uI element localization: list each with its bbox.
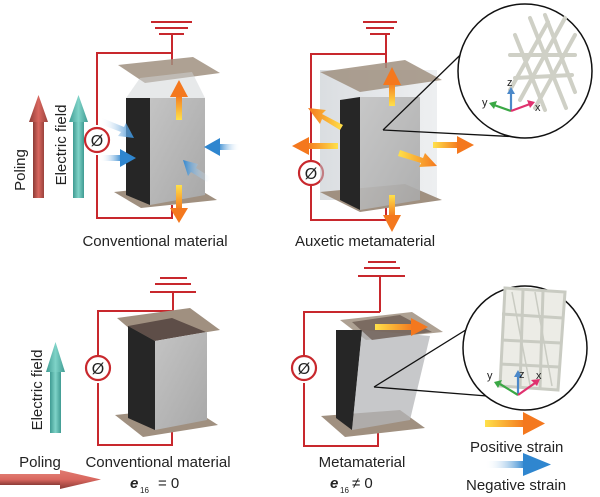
coef-subscript: 16	[140, 486, 149, 495]
voltmeter-symbol: Ø	[305, 166, 317, 183]
coef-relation: = 0	[158, 475, 179, 492]
axis-triad	[489, 87, 535, 113]
block-front-face	[360, 97, 420, 210]
caption-metamaterial: Metamaterial	[319, 454, 406, 471]
positive-strain-arrow-up	[383, 67, 401, 106]
block-side-face	[128, 326, 155, 430]
positive-strain-arrow-shear	[375, 318, 428, 336]
axis-label-y: y	[482, 97, 488, 109]
legend-positive-strain-arrow	[485, 412, 545, 435]
top-plate	[118, 57, 220, 83]
negative-strain-arrow	[183, 160, 212, 182]
block-side-face	[336, 330, 362, 430]
voltmeter-symbol: Ø	[298, 361, 310, 378]
voltmeter: Ø	[297, 159, 325, 187]
caption-auxetic-metamaterial: Auxetic metamaterial	[295, 233, 435, 250]
block-side-face	[126, 98, 150, 205]
panel-auxetic-metamaterial: Ø	[292, 3, 593, 250]
poling-label: Poling	[12, 149, 29, 191]
shear-lattice-icon	[498, 286, 567, 392]
coef-symbol: e	[130, 475, 138, 492]
legend-positive-strain-label: Positive strain	[470, 439, 563, 456]
voltmeter-symbol: Ø	[91, 133, 103, 150]
lattice-inset-auxetic: z y x	[457, 3, 593, 139]
legend-negative-strain-arrow	[485, 453, 551, 476]
positive-strain-arrow-up-left	[308, 108, 343, 130]
sheared-block-face	[352, 330, 430, 430]
lattice-inset-shear: z y x	[462, 285, 588, 411]
coefficient-e16-nonzero: e 16 ≠ 0	[330, 475, 373, 495]
coefficient-e16-zero: e 16 = 0	[130, 475, 179, 495]
axis-label-z: z	[507, 77, 513, 89]
circuit-wire	[303, 261, 405, 447]
panel-conventional-top: Poling Electric field Ø	[12, 21, 240, 250]
block-front-face	[155, 332, 207, 430]
electric-field-label: Electric field	[29, 350, 46, 431]
caption-conventional-material: Conventional material	[82, 233, 227, 250]
negative-strain-arrow	[100, 149, 136, 167]
legend-negative-strain-label: Negative strain	[466, 477, 566, 494]
coef-subscript: 16	[340, 486, 349, 495]
coef-relation: ≠ 0	[352, 475, 373, 492]
positive-strain-arrow-down	[170, 185, 188, 223]
positive-strain-arrow-up	[170, 80, 188, 120]
strain-legend: Positive strain Negative strain	[466, 412, 566, 494]
positive-strain-arrow-down	[383, 195, 401, 232]
negative-strain-arrow	[100, 118, 134, 138]
poling-arrow-horizontal	[0, 470, 101, 489]
top-plate	[320, 60, 442, 92]
electric-field-arrow-vertical	[46, 342, 65, 433]
block-front-face	[150, 98, 205, 205]
voltmeter: Ø	[290, 354, 318, 382]
positive-strain-arrow-right	[433, 136, 474, 154]
circuit-wire	[96, 21, 192, 219]
axis-label-z: z	[519, 369, 525, 381]
circuit-wire	[97, 277, 196, 446]
negative-strain-arrow	[204, 138, 240, 156]
panel-metamaterial-shear: Ø	[290, 261, 588, 495]
poling-label: Poling	[19, 454, 61, 471]
axis-label-y: y	[487, 370, 493, 382]
positive-strain-arrow-down-right	[398, 150, 437, 167]
block-top-ghost	[126, 72, 205, 98]
axis-label-x: x	[535, 102, 541, 114]
panel-conventional-bottom: Electric field Poling Ø Conventional mat…	[0, 277, 231, 495]
block-top-face	[128, 318, 206, 341]
circuit-wire	[310, 21, 397, 221]
electric-field-label: Electric field	[53, 105, 70, 186]
poling-arrow-vertical	[29, 95, 48, 198]
auxetic-lattice-icon	[508, 13, 577, 112]
electric-field-arrow-vertical	[69, 95, 88, 198]
axis-label-x: x	[536, 370, 542, 382]
voltmeter: Ø	[83, 126, 111, 154]
voltmeter-symbol: Ø	[92, 361, 104, 378]
block-side-face	[340, 97, 360, 210]
positive-strain-arrow-left	[292, 137, 338, 155]
coef-symbol: e	[330, 475, 338, 492]
voltmeter: Ø	[84, 354, 112, 382]
axis-triad	[494, 370, 540, 396]
caption-conventional-material: Conventional material	[85, 454, 230, 471]
